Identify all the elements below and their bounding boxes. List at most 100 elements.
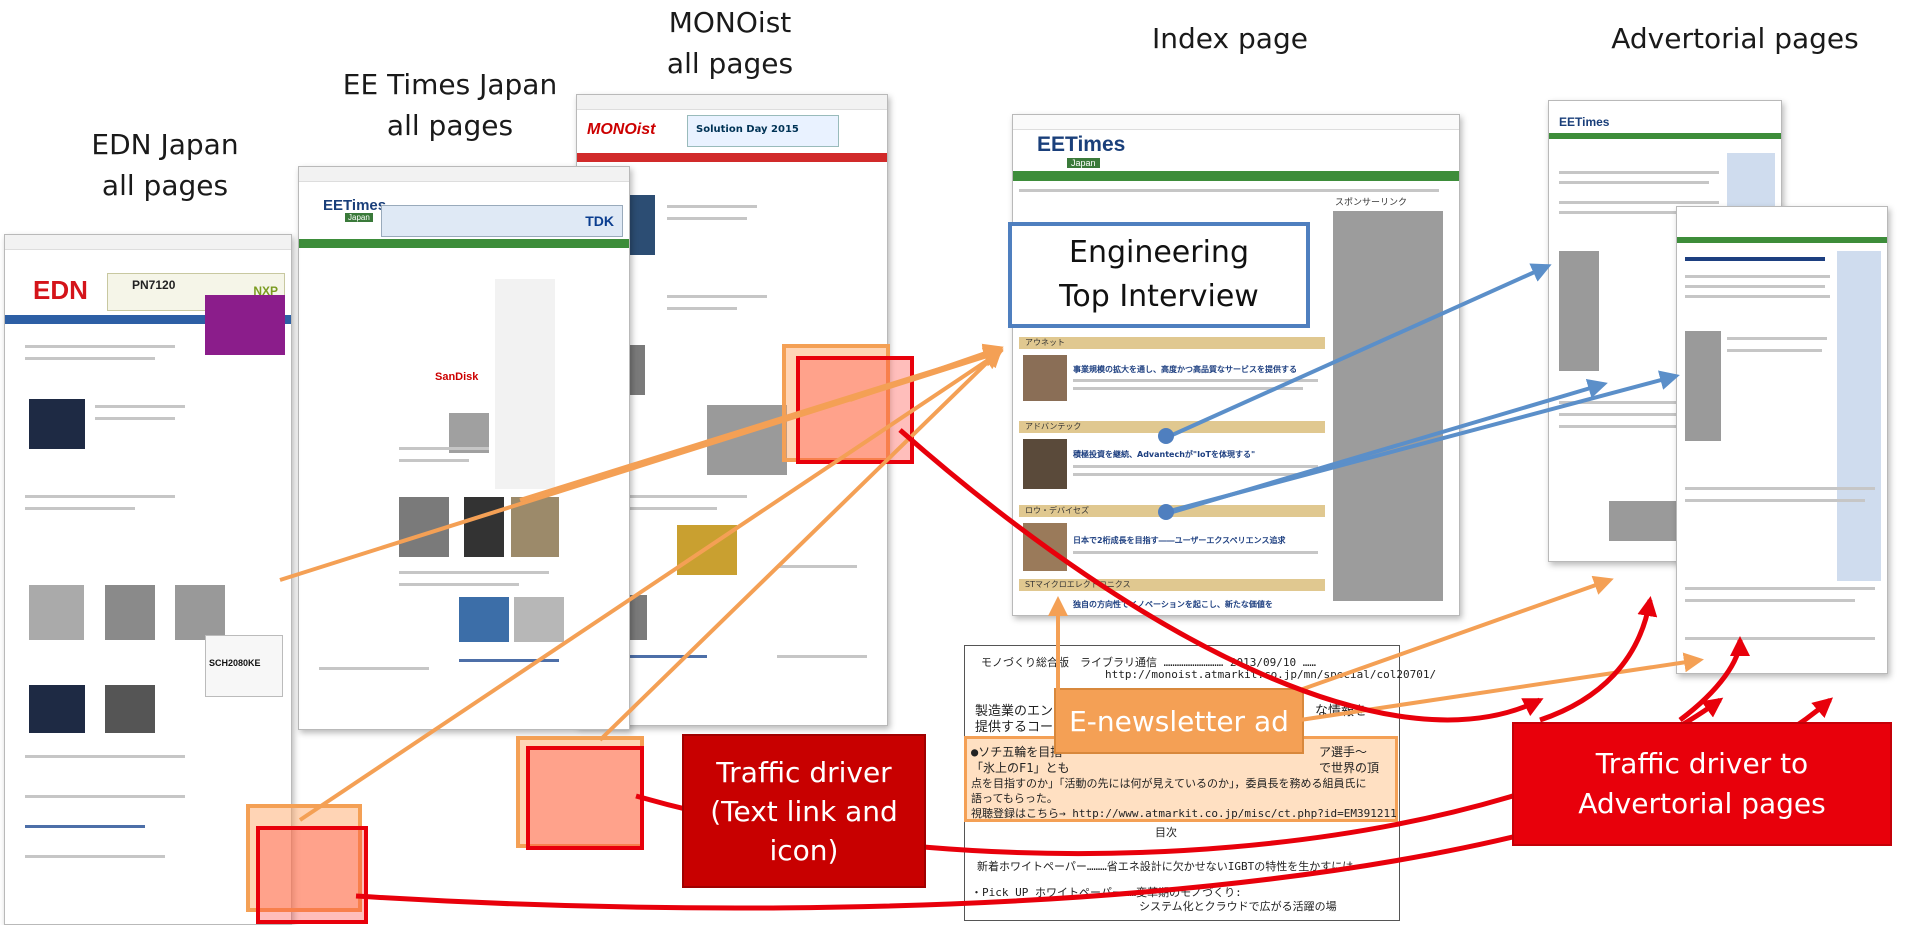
monoist-solution-day-banner: Solution Day 2015 [687,115,839,147]
index-text-line [1073,379,1318,382]
monoist-traffic-driver-outer [782,344,890,462]
adv1-line [1559,171,1719,174]
monoist-text-line [597,507,717,510]
adv2-line [1685,599,1855,602]
advertorial-page-2 [1676,206,1888,674]
index-portrait-1 [1023,355,1067,401]
arrow-newsletter-to-adv-1 [1299,575,1614,692]
edn-link-line [25,825,145,828]
adv2-line [1685,487,1875,490]
index-headline-4: 独自の方向性でイノベーションを起こし、新たな価値を [1073,600,1273,609]
label-index-page: Index page [1152,22,1308,55]
index-text-line [1073,387,1303,390]
rohm-sic-text: SCH2080KE [209,658,261,668]
edn-traffic-driver-inner [256,826,368,924]
edn-chip-image-4 [105,685,155,733]
index-section-1: アウネット [1019,337,1325,349]
eetimes-logo: EETimes [323,197,386,214]
edn-zmdi-banner [205,295,285,355]
advertorial-side-2 [1837,251,1881,581]
blue-dot-2 [1158,504,1174,520]
tdk-logo: TDK [585,213,614,229]
eetimes-image-1 [449,413,489,453]
adv1-line [1559,401,1719,404]
arrow-callout-to-adv-a [1539,596,1658,723]
monoist-text-line [777,565,857,568]
eetimes-image-3 [464,497,504,557]
label-monoist: MONOist all pages [666,6,794,80]
newsletter-line-8: 語ってもらった。 [971,792,1058,805]
newsletter-line-3: 製造業のエンジニ [975,704,1080,719]
monoist-nav-bar [577,153,887,162]
newsletter-line-4: 提供するコーナー [975,720,1080,735]
monoist-text-line [667,217,747,220]
adv1-line [1559,211,1699,214]
newsletter-line-6b: で世界の頂 [1319,761,1380,775]
newsletter-line-7: 点を目指すのか」「活動の先には何が見えているのか」，委員長を務める組員氏に [971,777,1367,790]
label-advertorial-pages: Advertorial pages [1611,22,1859,55]
advertorial-image-1 [1559,251,1599,371]
index-header-bar [1013,115,1459,130]
edn-rohm-banner: SCH2080KE [205,635,283,697]
edn-chip-image-1 [29,585,84,640]
e-newsletter-ad-text: E-newsletter ad [1069,704,1289,738]
index-text-line [1073,551,1318,554]
newsletter-wp-3: システム化とクラウドで広がる活躍の場 [1139,900,1337,913]
monoist-text-line [777,655,867,658]
advertorial-nav-bar-1 [1549,133,1781,139]
eetimes-image-2 [399,497,449,557]
arrow-monoist-to-adv [898,428,1544,723]
edn-chip-image-2 [105,585,155,640]
index-eetimes-logo: EETimes [1037,133,1126,156]
adv2-line [1727,337,1827,340]
newsletter-line-9: 視聴登録はこちら→ http://www.atmarkit.co.jp/misc… [971,807,1397,820]
arrow-callout-to-adv-b [1678,636,1750,722]
edn-logo: EDN [33,275,88,305]
adv2-line [1685,637,1875,640]
blue-dot-1 [1158,428,1174,444]
edn-led-image [29,399,85,449]
nxp-pn7120-text: PN7120 [132,278,176,292]
eetimes-image-4 [511,497,559,557]
eetimes-text-line [319,667,429,670]
index-text-line [1073,473,1303,476]
newsletter-line-6: 「氷上のF1」とも [971,761,1070,775]
index-portrait-2 [1023,439,1067,489]
engineering-top-interview-text: Engineering Top Interview [1059,235,1259,314]
engineering-top-interview-callout: Engineering Top Interview [1008,222,1310,328]
adv2-title [1685,257,1825,261]
newsletter-wp-1: 新着ホワイトペーパー………省エネ設計に欠かせないIGBTの特性を生かすには [977,860,1354,873]
edn-text-line [95,417,175,420]
monoist-text-line [667,295,767,298]
eetimes-side-banner [495,279,555,489]
monoist-text-line [667,205,757,208]
index-sponsor-label: スポンサーリンク [1335,198,1408,208]
eetimes-logo-text: EETimes [323,197,387,214]
index-page-screenshot: EETimes Japan スポンサーリンク アウネット 事業規模の拡大を通し、… [1012,114,1460,616]
eetimes-image-5 [459,597,509,642]
arrow-eetimes-top-to-index [519,345,1004,502]
eetimes-screenshot: EETimes Japan TDK SanDisk [298,166,630,730]
index-sidebar [1333,211,1443,601]
edn-chip-image-3 [175,585,225,640]
eetimes-text-line [399,459,469,462]
traffic-driver-advertorial-text: Traffic driver to Advertorial pages [1578,747,1826,820]
nxp-logo: NXP [253,284,278,298]
sandisk-logo: SanDisk [435,371,479,383]
advertorial-image-2 [1609,501,1689,541]
edn-text-line [25,795,185,798]
edn-text-line [25,755,185,758]
index-subnav-line [1019,189,1439,192]
edn-led-image-2 [29,685,85,733]
monoist-logo: MONOist [587,121,656,138]
arrow-index-to-adv-3 [1165,378,1608,516]
adv2-line [1727,349,1822,352]
traffic-driver-text: Traffic driver (Text link and icon) [710,755,898,867]
monoist-link-line [597,655,707,658]
newsletter-line-5: ●ソチ五輪を目指 [971,745,1063,759]
monoist-text-line [597,495,747,498]
index-headline-3: 日本で2桁成長を目指す――ユーザーエクスペリエンス追求 [1073,536,1286,545]
adv1-line [1559,413,1709,416]
e-newsletter-ad-callout: E-newsletter ad [1054,688,1304,754]
monoist-text-line [667,307,737,310]
